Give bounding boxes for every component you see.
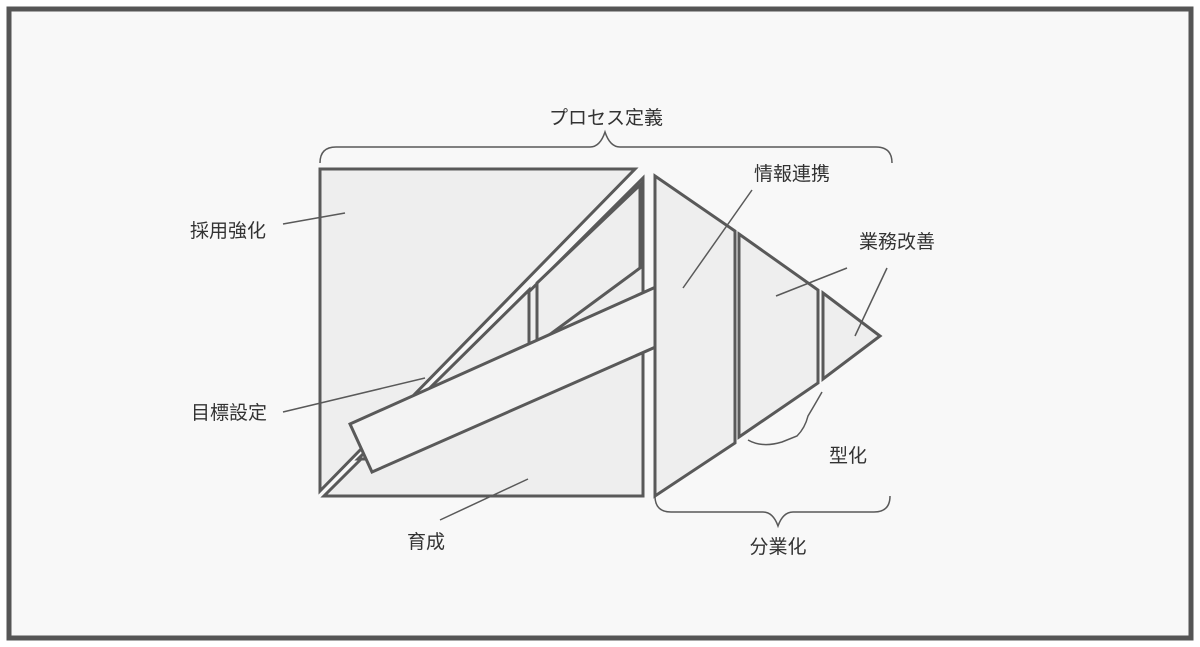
label-recruiting: 採用強化 — [190, 220, 266, 242]
brace-division-of-labor — [654, 495, 891, 529]
label-training: 育成 — [407, 531, 445, 553]
brace-standardization — [747, 391, 823, 446]
leader-goal-setting — [282, 377, 426, 413]
leader-training — [439, 478, 529, 521]
leader-business-improvement-b — [854, 267, 888, 337]
brace-process-definition — [319, 129, 893, 164]
label-division-of-labor: 分業化 — [749, 536, 806, 558]
leader-info-sharing — [682, 189, 753, 289]
label-goal-setting: 目標設定 — [191, 402, 267, 424]
goal-setting-strip-right — [535, 181, 642, 347]
label-standardization: 型化 — [829, 445, 867, 467]
business-improvement-triangle — [821, 289, 883, 383]
division-triangle-large — [653, 173, 737, 499]
leader-business-improvement-a — [775, 267, 848, 297]
label-process-definition: プロセス定義 — [549, 107, 663, 129]
leader-recruiting — [282, 212, 346, 225]
label-info-sharing: 情報連携 — [754, 163, 830, 185]
label-business-improvement: 業務改善 — [859, 231, 935, 253]
standardization-triangle — [737, 231, 820, 440]
